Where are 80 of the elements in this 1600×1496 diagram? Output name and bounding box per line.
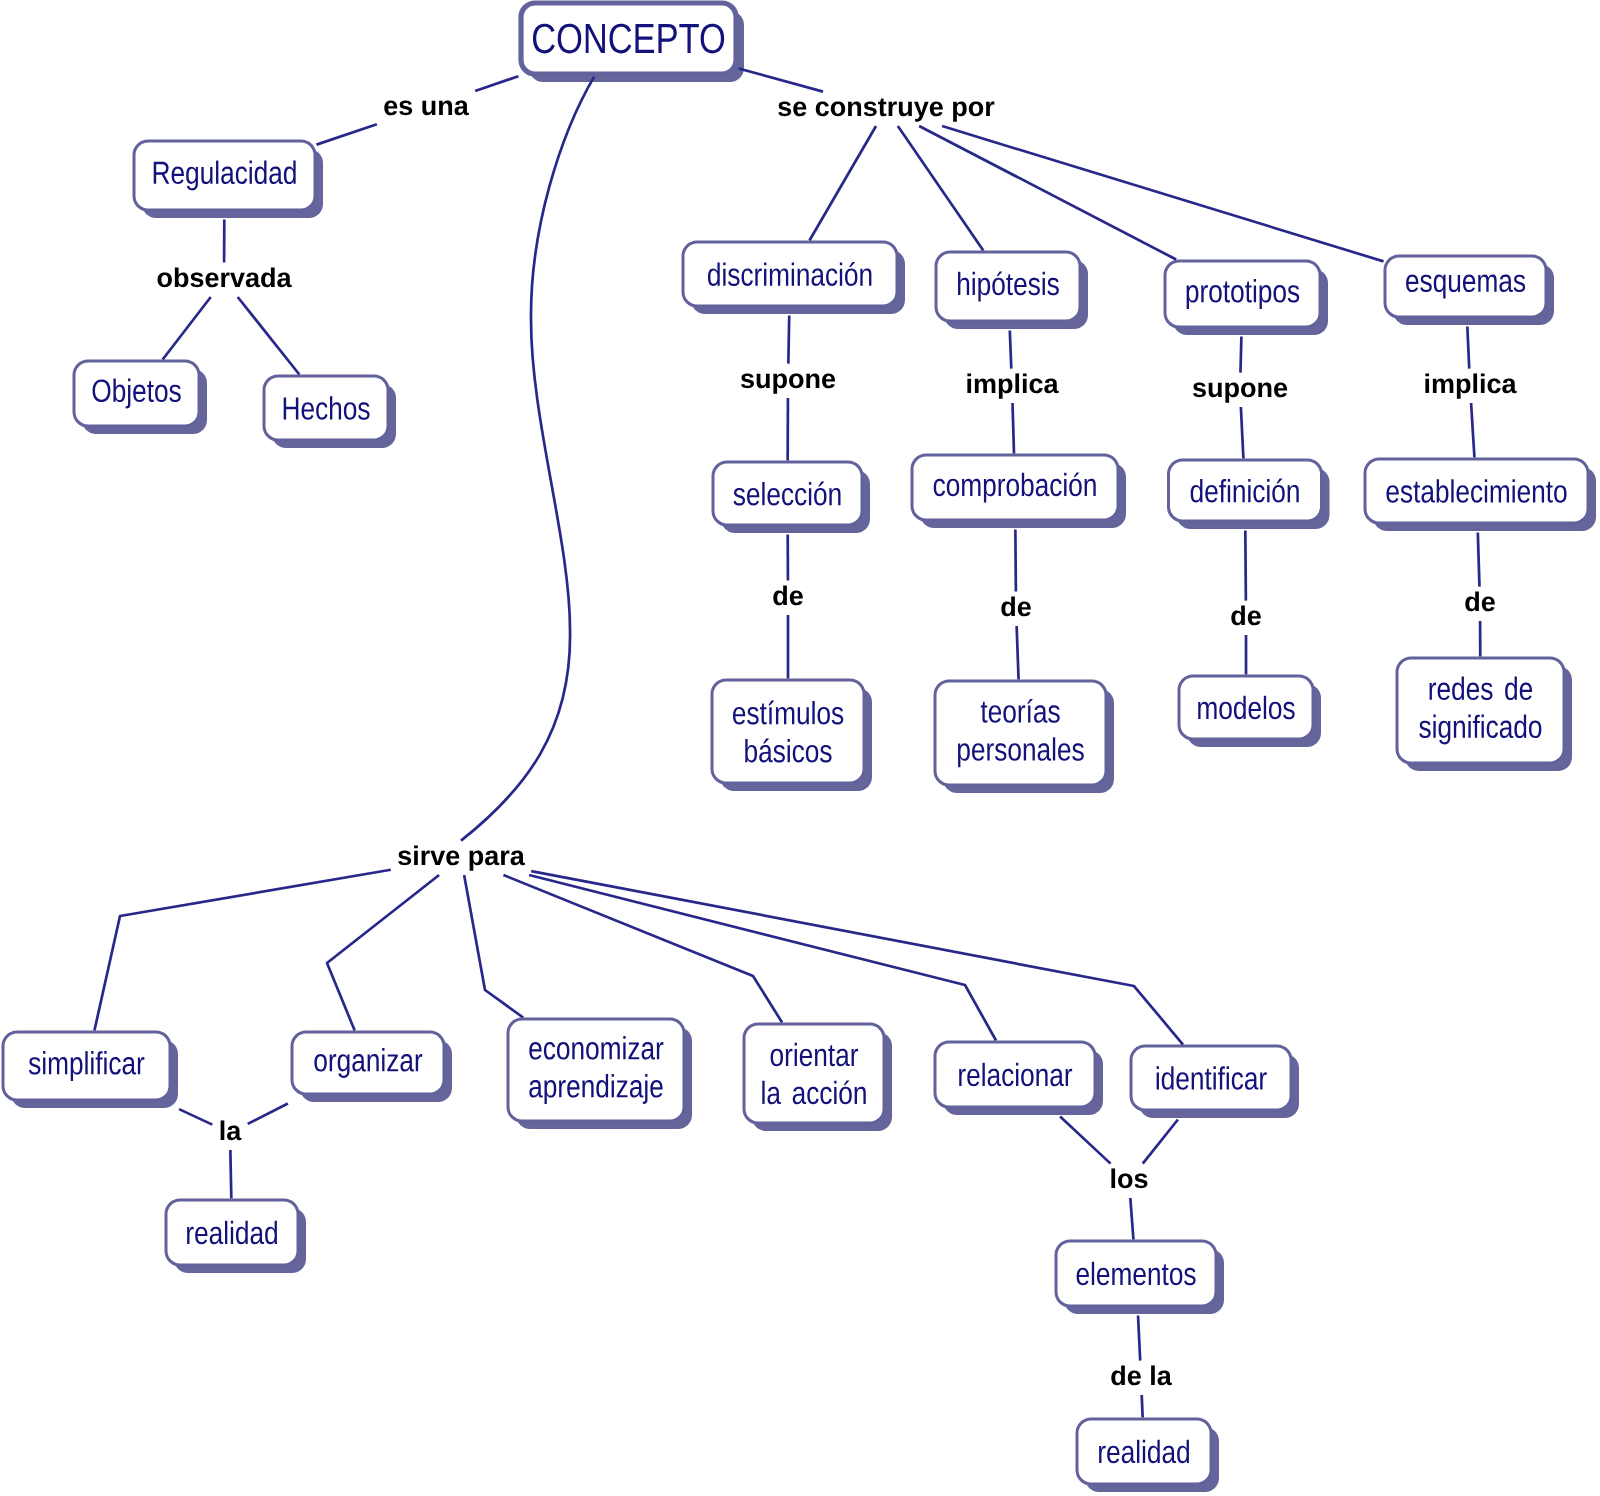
concept-box: economizar aprendizaje	[506, 1017, 692, 1129]
connector-line	[1466, 326, 1471, 369]
connector-line	[808, 125, 878, 242]
concept-box: Objetos	[72, 359, 207, 434]
connector-line	[786, 534, 790, 581]
connector-line	[502, 873, 784, 1024]
concept-box: esquemas	[1383, 254, 1554, 325]
concept-box: modelos	[1177, 674, 1321, 747]
connector-line	[1239, 336, 1243, 373]
concept-box: definición	[1167, 458, 1330, 529]
concept-box: elementos	[1054, 1239, 1224, 1314]
concept-box: orientar la acción	[742, 1022, 892, 1131]
linking-phrase: supone	[1192, 382, 1288, 403]
concept-box: organizar	[290, 1030, 452, 1102]
connector-line	[462, 874, 524, 1019]
connector-line	[1141, 1118, 1179, 1165]
connector-line	[222, 219, 226, 263]
connector-line	[1014, 529, 1018, 592]
connector-line	[1140, 1394, 1144, 1418]
connector-line	[1469, 402, 1476, 458]
connector-line	[1244, 530, 1248, 601]
linking-phrase: supone	[740, 373, 836, 394]
connector-line	[229, 1150, 233, 1199]
connector-line	[93, 868, 392, 1031]
connector-line	[941, 124, 1384, 263]
connector-line	[918, 124, 1177, 261]
linking-phrase: de	[773, 585, 803, 606]
linking-phrase: se construye por	[778, 98, 995, 122]
connector-line	[786, 398, 790, 461]
connector-line	[1059, 1115, 1112, 1165]
concept-box: hipótesis	[934, 250, 1088, 329]
concept-box: establecimiento	[1363, 457, 1596, 531]
connector-line	[787, 315, 791, 364]
connector-line	[786, 615, 790, 679]
connector-line	[530, 869, 1185, 1046]
connector-line	[161, 296, 212, 361]
connector-line	[1244, 635, 1248, 675]
linking-phrase: es una	[384, 100, 469, 116]
connector-line	[236, 296, 301, 376]
connector-line	[528, 873, 998, 1042]
linking-phrase: sirve para	[398, 845, 525, 871]
concept-box: estímulos básicos	[710, 678, 872, 791]
linking-phrase: implica	[967, 373, 1059, 399]
concept-box: realidad	[1075, 1417, 1219, 1492]
concept-box: prototipos	[1163, 259, 1328, 335]
connector-line	[247, 1102, 289, 1126]
connector-line	[316, 123, 378, 146]
connector-line	[178, 1107, 213, 1126]
concept-box: selección	[711, 460, 870, 533]
linking-phrase: observada	[157, 267, 292, 288]
connector-line	[474, 74, 519, 93]
concept-box: Hechos	[262, 374, 396, 448]
connector-line	[1478, 621, 1482, 657]
concept-box: relacionar	[933, 1040, 1103, 1115]
linking-phrase: de la	[1111, 1365, 1172, 1386]
concept-box: simplificar	[1, 1030, 178, 1108]
linking-phrase: los	[1111, 1168, 1148, 1189]
concept-box: realidad	[164, 1198, 306, 1273]
connector-line	[1015, 625, 1020, 680]
linking-phrase: implica	[1425, 373, 1517, 399]
connector-line	[1239, 406, 1245, 459]
connector-line	[1476, 532, 1481, 587]
concept-box: identificar	[1129, 1044, 1299, 1118]
concept-box: comprobación	[910, 453, 1126, 528]
concept-box: teorías personales	[933, 679, 1114, 793]
concept-box: discriminación	[681, 240, 905, 314]
connector-line	[1136, 1315, 1142, 1361]
concept-box: CONCEPTO	[518, 0, 744, 82]
connector-line	[325, 873, 440, 1032]
linking-phrase: de	[1465, 591, 1495, 612]
connector-line	[460, 75, 596, 842]
concept-box: Regulacidad	[132, 139, 323, 218]
connector-line	[738, 67, 824, 93]
connector-line	[1011, 402, 1016, 454]
linking-phrase: de	[1231, 605, 1261, 626]
connector-line	[896, 125, 985, 252]
linking-phrase: la	[220, 1120, 242, 1141]
concept-box: redes de significado	[1395, 656, 1572, 771]
connector-line	[1008, 330, 1013, 369]
linking-phrase: de	[1001, 596, 1031, 617]
